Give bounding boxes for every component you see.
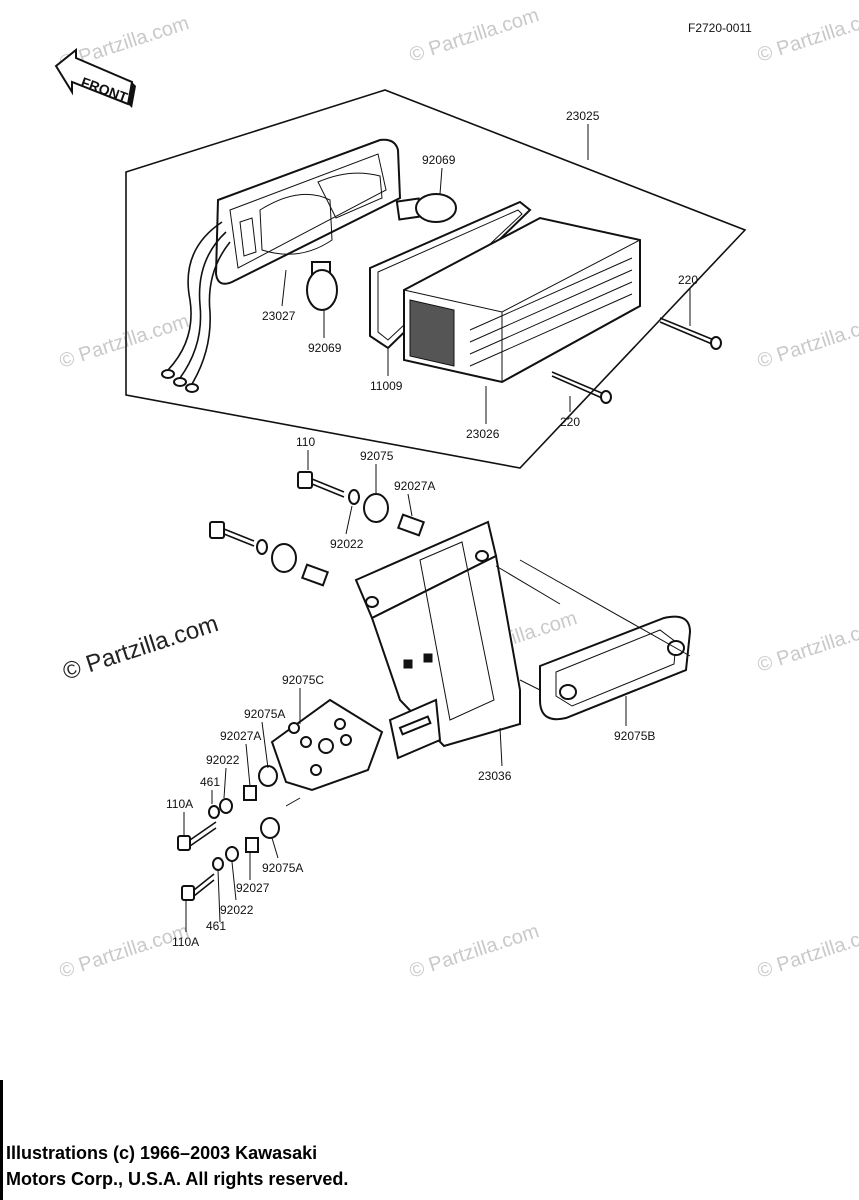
copyright-line-2: Motors Corp., U.S.A. All rights reserved… [6,1169,349,1189]
left-hardware-2 [181,797,301,901]
label-damper-a-upper: 92075A [244,707,285,721]
reflector-pattern [409,299,455,367]
label-damper-top: 92075 [360,449,394,463]
bulb-bottom [306,261,338,311]
label-bolt-left-2: 110A [172,935,199,949]
copyright-line-1: Illustrations (c) 1966–2003 Kawasaki [6,1143,318,1163]
label-collar-lower: 92027 [236,881,270,895]
watermarks: © Partzilla.com © Partzilla.com © Partzi… [57,4,859,983]
label-collar-top: 92027A [394,479,435,493]
bracket [354,520,521,760]
watermark-dark: © Partzilla.com [60,610,222,686]
bolt-top-hardware [297,471,426,537]
watermark-2: © Partzilla.com [407,4,542,67]
label-washer-left-2: 92022 [220,903,254,917]
screw-upper [659,317,722,350]
label-socket: 23027 [262,309,296,323]
label-assembly: 23025 [566,109,600,123]
label-bolt-top: 110 [296,435,315,449]
socket-housing [161,138,402,393]
label-bracket-plate: 92075C [282,673,324,687]
label-collar-a: 92027A [220,729,261,743]
label-nut-left-2: 461 [206,919,226,933]
assembly-outline [125,89,747,469]
lens-housing [403,216,641,384]
figure-code: F2720-0011 [688,21,752,35]
label-screw-upper: 220 [678,273,698,287]
watermark-10: © Partzilla.com [755,920,859,983]
part-labels: 23025 92069 23027 92069 11009 23026 220 … [166,109,698,949]
bulb-top [395,193,457,223]
watermark-3: © Partzilla.com [755,4,859,67]
watermark-7: © Partzilla.com [755,614,859,677]
label-screw-lower: 220 [560,415,580,429]
screw-lower [551,371,612,404]
label-washer-left-1: 92022 [206,753,240,767]
left-edge-bar [0,1080,3,1200]
label-plate-gasket: 92075B [614,729,655,743]
label-bulb-bottom: 92069 [308,341,342,355]
watermark-5: © Partzilla.com [755,310,859,373]
bracket-plate [270,698,384,792]
label-bracket: 23036 [478,769,512,783]
label-bulb-top: 92069 [422,153,456,167]
watermark-8: © Partzilla.com [57,920,192,983]
watermark-4: © Partzilla.com [57,310,192,373]
label-washer-top: 92022 [330,537,364,551]
label-bolt-left-1: 110A [166,797,193,811]
leader-lines [183,124,691,932]
bolt-mid-hardware [209,521,330,587]
label-nut-left-1: 461 [200,775,220,789]
label-damper-a-lower: 92075A [262,861,303,875]
watermark-9: © Partzilla.com [407,920,542,983]
connector-lines [495,559,691,691]
label-lens-housing: 23026 [466,427,500,441]
label-gasket: 11009 [370,379,403,393]
